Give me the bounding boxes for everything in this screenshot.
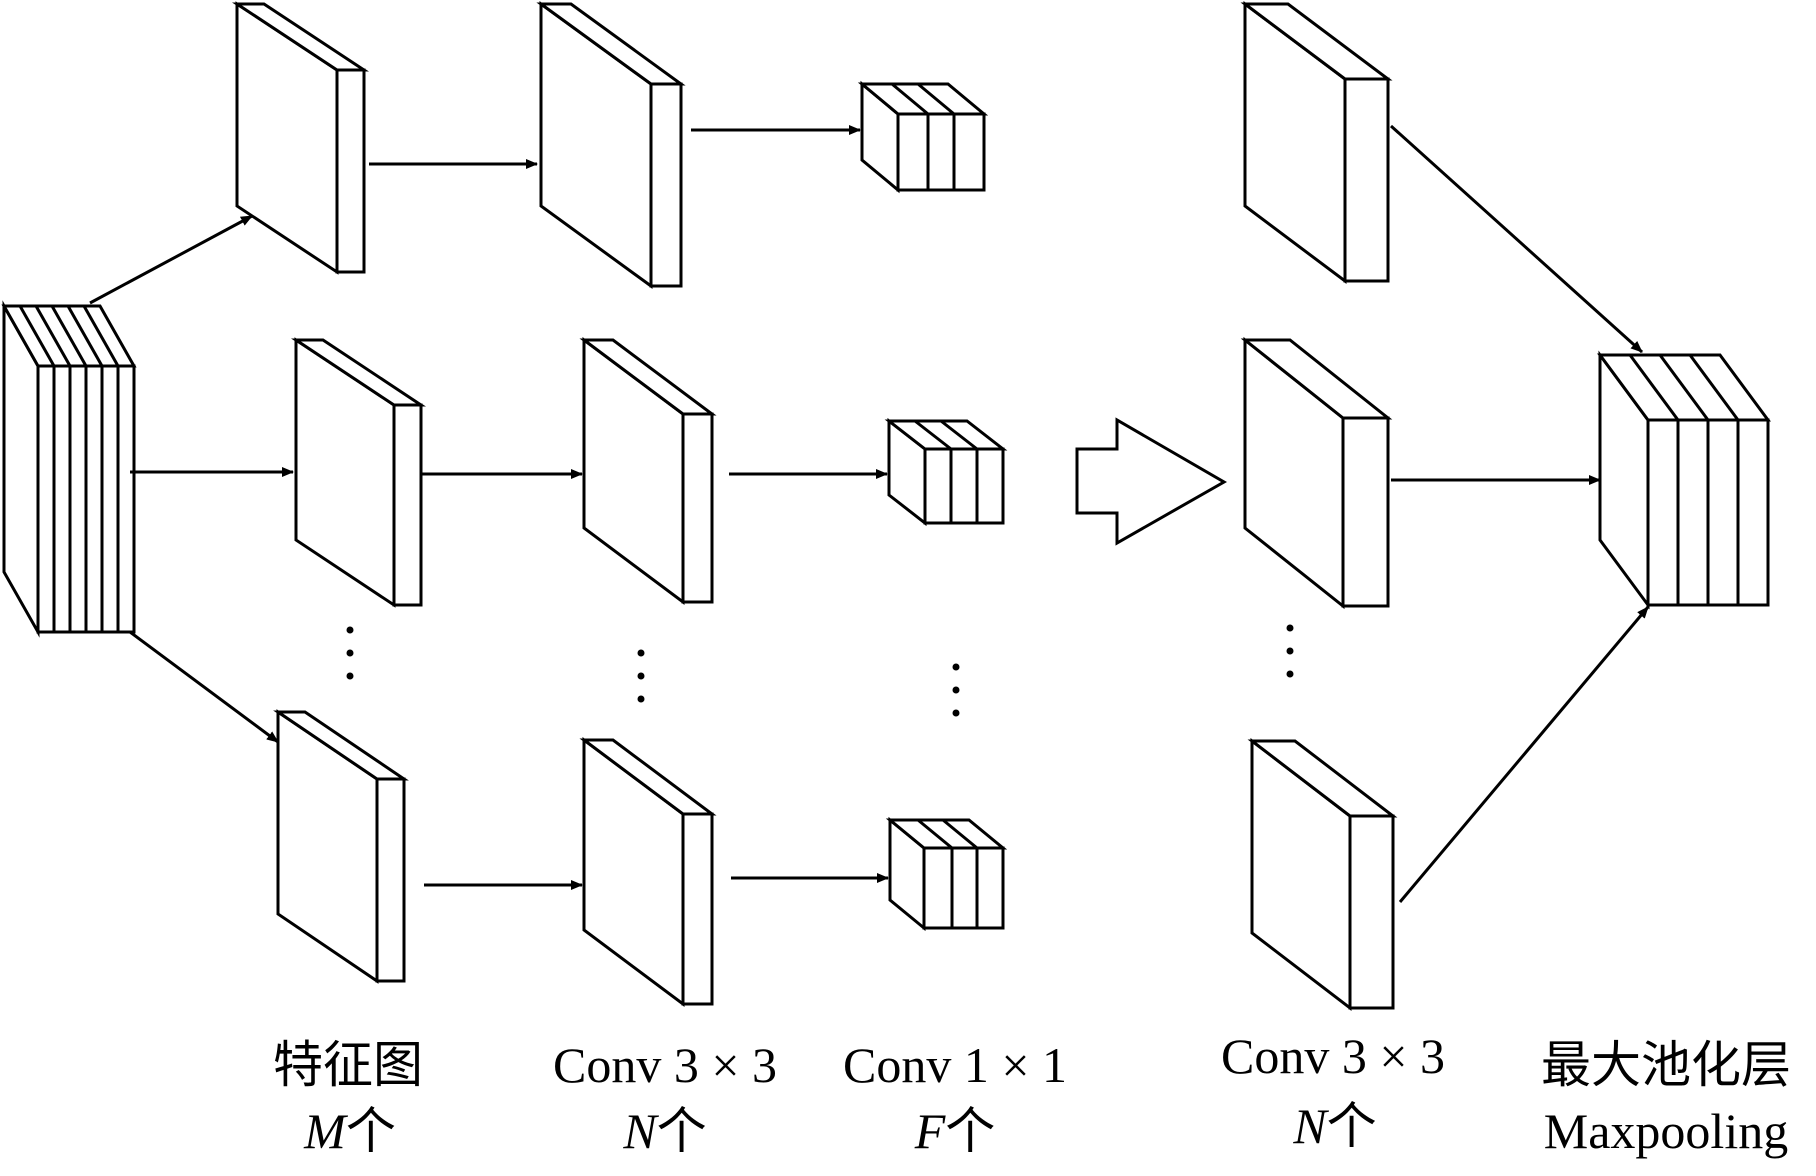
maxpool-stack-layer-3 [1706,418,1740,607]
feature-map-ellipsis-dot-2 [346,649,354,657]
input-stack-top-divider-1 [18,305,56,367]
conv3x3-ellipsis-dot-2 [637,672,645,680]
conv3x3b-ellipsis-dot-1 [1286,624,1294,632]
input-stack-top-divider-3 [50,305,88,367]
conv1x1-ellipsis-dot-1 [952,663,960,671]
conv1x1-1-top-divider-2 [917,82,955,116]
feature-map-ellipsis-dot-1 [346,626,354,634]
conv3x3b-1-edge [1343,77,1390,283]
conv1x1-3-layer-1 [922,846,954,930]
conv1x1-1-layer-3 [952,112,986,192]
conv3x3b-3-edge [1348,814,1395,1010]
conv3x3-first-title: Conv 3 × 3 [553,1037,777,1093]
input-stack-layer-3 [68,364,88,634]
conv1x1-2-top-divider-2 [940,419,978,451]
conv3x3b-2-edge [1341,416,1390,608]
arrow-input-to-fm3 [129,630,279,744]
arrow-input-to-fm1 [89,214,253,305]
conv3x3-second-count: N个 [1292,1098,1376,1154]
feature-map-3-edge [375,777,406,983]
input-stack-layer-6 [116,364,136,634]
input-stack-layer-5 [100,364,120,634]
conv3x3-2-face [582,337,685,605]
conv1x1-2-top-divider-1 [914,419,952,451]
maxpool-stack-layer-4 [1736,418,1770,607]
conv1x1-1-top-divider-1 [891,82,929,116]
conv3x3-1-edge [649,82,683,288]
feature-map-ellipsis-dot-3 [346,672,354,680]
conv1x1-ellipsis-dot-2 [952,686,960,694]
feature-map-title: 特征图 [273,1037,423,1093]
maxpool-stack-layer-2 [1676,418,1710,607]
conv1x1-title: Conv 1 × 1 [843,1037,1067,1093]
conv1x1-3-layer-2 [950,846,979,930]
conv3x3-ellipsis-dot-1 [637,649,645,657]
input-stack-top-divider-2 [34,305,72,367]
arrow-conv3b1-to-pool [1389,124,1644,354]
conv1x1-3-top-divider-2 [942,818,978,850]
input-stack-top-divider-4 [66,305,104,367]
transition-arrow [1075,417,1228,546]
input-stack-layer-2 [52,364,72,634]
conv1x1-ellipsis-dot-3 [952,709,960,717]
conv1x1-count: F个 [914,1103,996,1159]
arrow-conv3b3-to-pool [1398,606,1650,903]
conv1x1-1-layer-2 [926,112,956,192]
maxpool-stack-layer-1 [1646,418,1680,607]
conv3x3-3-edge [681,812,714,1006]
conv1x1-3-layer-3 [975,846,1005,930]
conv1x1-2-layer-1 [923,447,953,525]
input-stack-layer-4 [84,364,104,634]
conv3x3-second-title: Conv 3 × 3 [1221,1028,1445,1084]
conv1x1-2-layer-3 [975,447,1005,525]
conv3x3-ellipsis-dot-3 [637,695,645,703]
conv3x3-2-edge [681,412,714,604]
maxpool-title: 最大池化层 [1541,1037,1791,1093]
input-stack-layer-1 [36,364,56,634]
feature-map-count: M个 [303,1103,396,1159]
conv1x1-2-layer-2 [949,447,979,525]
maxpool-stack-top-divider-2 [1658,354,1710,421]
conv3x3b-ellipsis-dot-3 [1286,670,1294,678]
feature-map-1-edge [335,68,366,274]
maxpool-stack-top-divider-1 [1628,354,1680,421]
maxpool-stack-top-divider-3 [1688,354,1740,421]
conv1x1-1-layer-1 [896,112,930,192]
conv3x3-1-face [539,1,653,289]
conv3x3b-ellipsis-dot-2 [1286,647,1294,655]
input-stack-top-divider-5 [82,305,120,367]
conv3x3-first-count: N个 [622,1103,706,1159]
feature-map-2-edge [392,403,423,607]
maxpool-subtitle: Maxpooling [1544,1103,1788,1159]
conv1x1-3-top-divider-1 [917,818,953,850]
